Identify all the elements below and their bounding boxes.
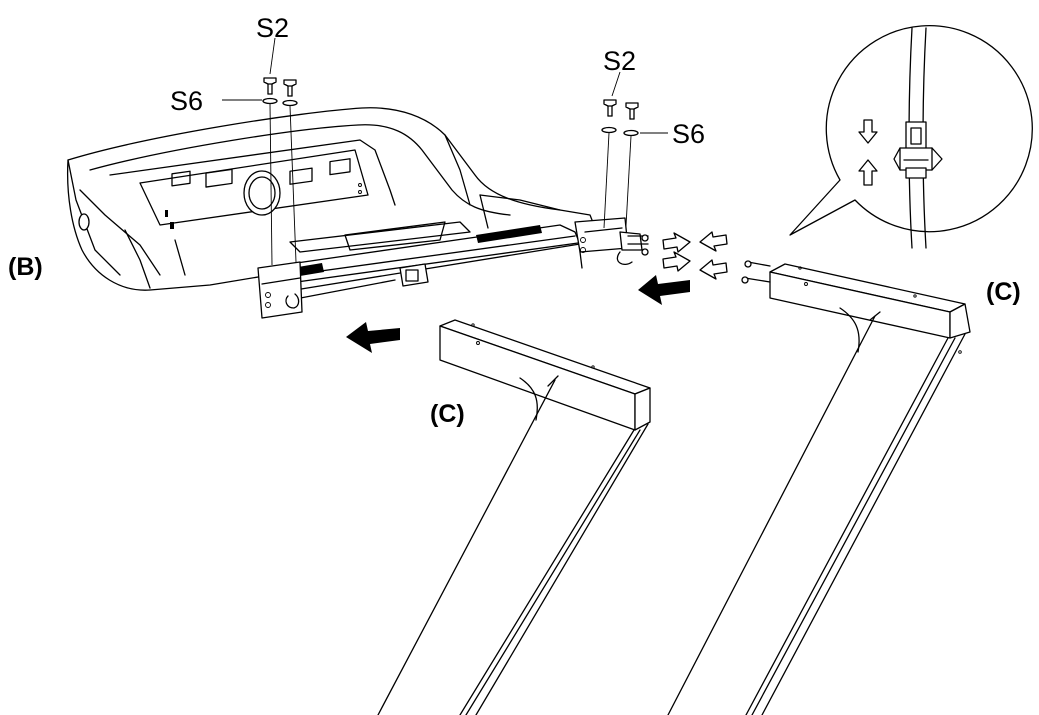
detail-callout-icon	[789, 25, 1033, 249]
outline-arrows-icon	[662, 231, 728, 280]
grip-right	[476, 225, 542, 243]
part-label-upright-right: (C)	[986, 278, 1021, 306]
screw-icon	[283, 79, 297, 97]
arrow-up-icon	[858, 159, 878, 186]
screw-icon	[263, 77, 277, 95]
upright-right	[667, 260, 971, 715]
console-assembly	[66, 107, 649, 319]
arrow-down-icon	[858, 119, 878, 144]
screw-icon	[625, 102, 639, 120]
upright-left	[377, 319, 651, 715]
washer-icon	[623, 129, 639, 137]
screw-label-right: S2	[603, 46, 636, 76]
part-label-console: (B)	[8, 253, 43, 281]
fasteners-right	[601, 71, 668, 229]
washer-label-left: S6	[170, 86, 203, 116]
washer-icon	[601, 126, 617, 134]
part-label-upright-left: (C)	[430, 400, 465, 428]
washer-icon	[282, 99, 298, 107]
black-arrow-icon	[638, 275, 690, 305]
black-arrow-icon	[346, 322, 400, 353]
washer-icon	[262, 97, 278, 105]
washer-label-right: S6	[672, 119, 705, 149]
screw-label-left: S2	[256, 13, 289, 43]
fasteners-left	[222, 37, 298, 266]
screw-icon	[603, 99, 617, 117]
